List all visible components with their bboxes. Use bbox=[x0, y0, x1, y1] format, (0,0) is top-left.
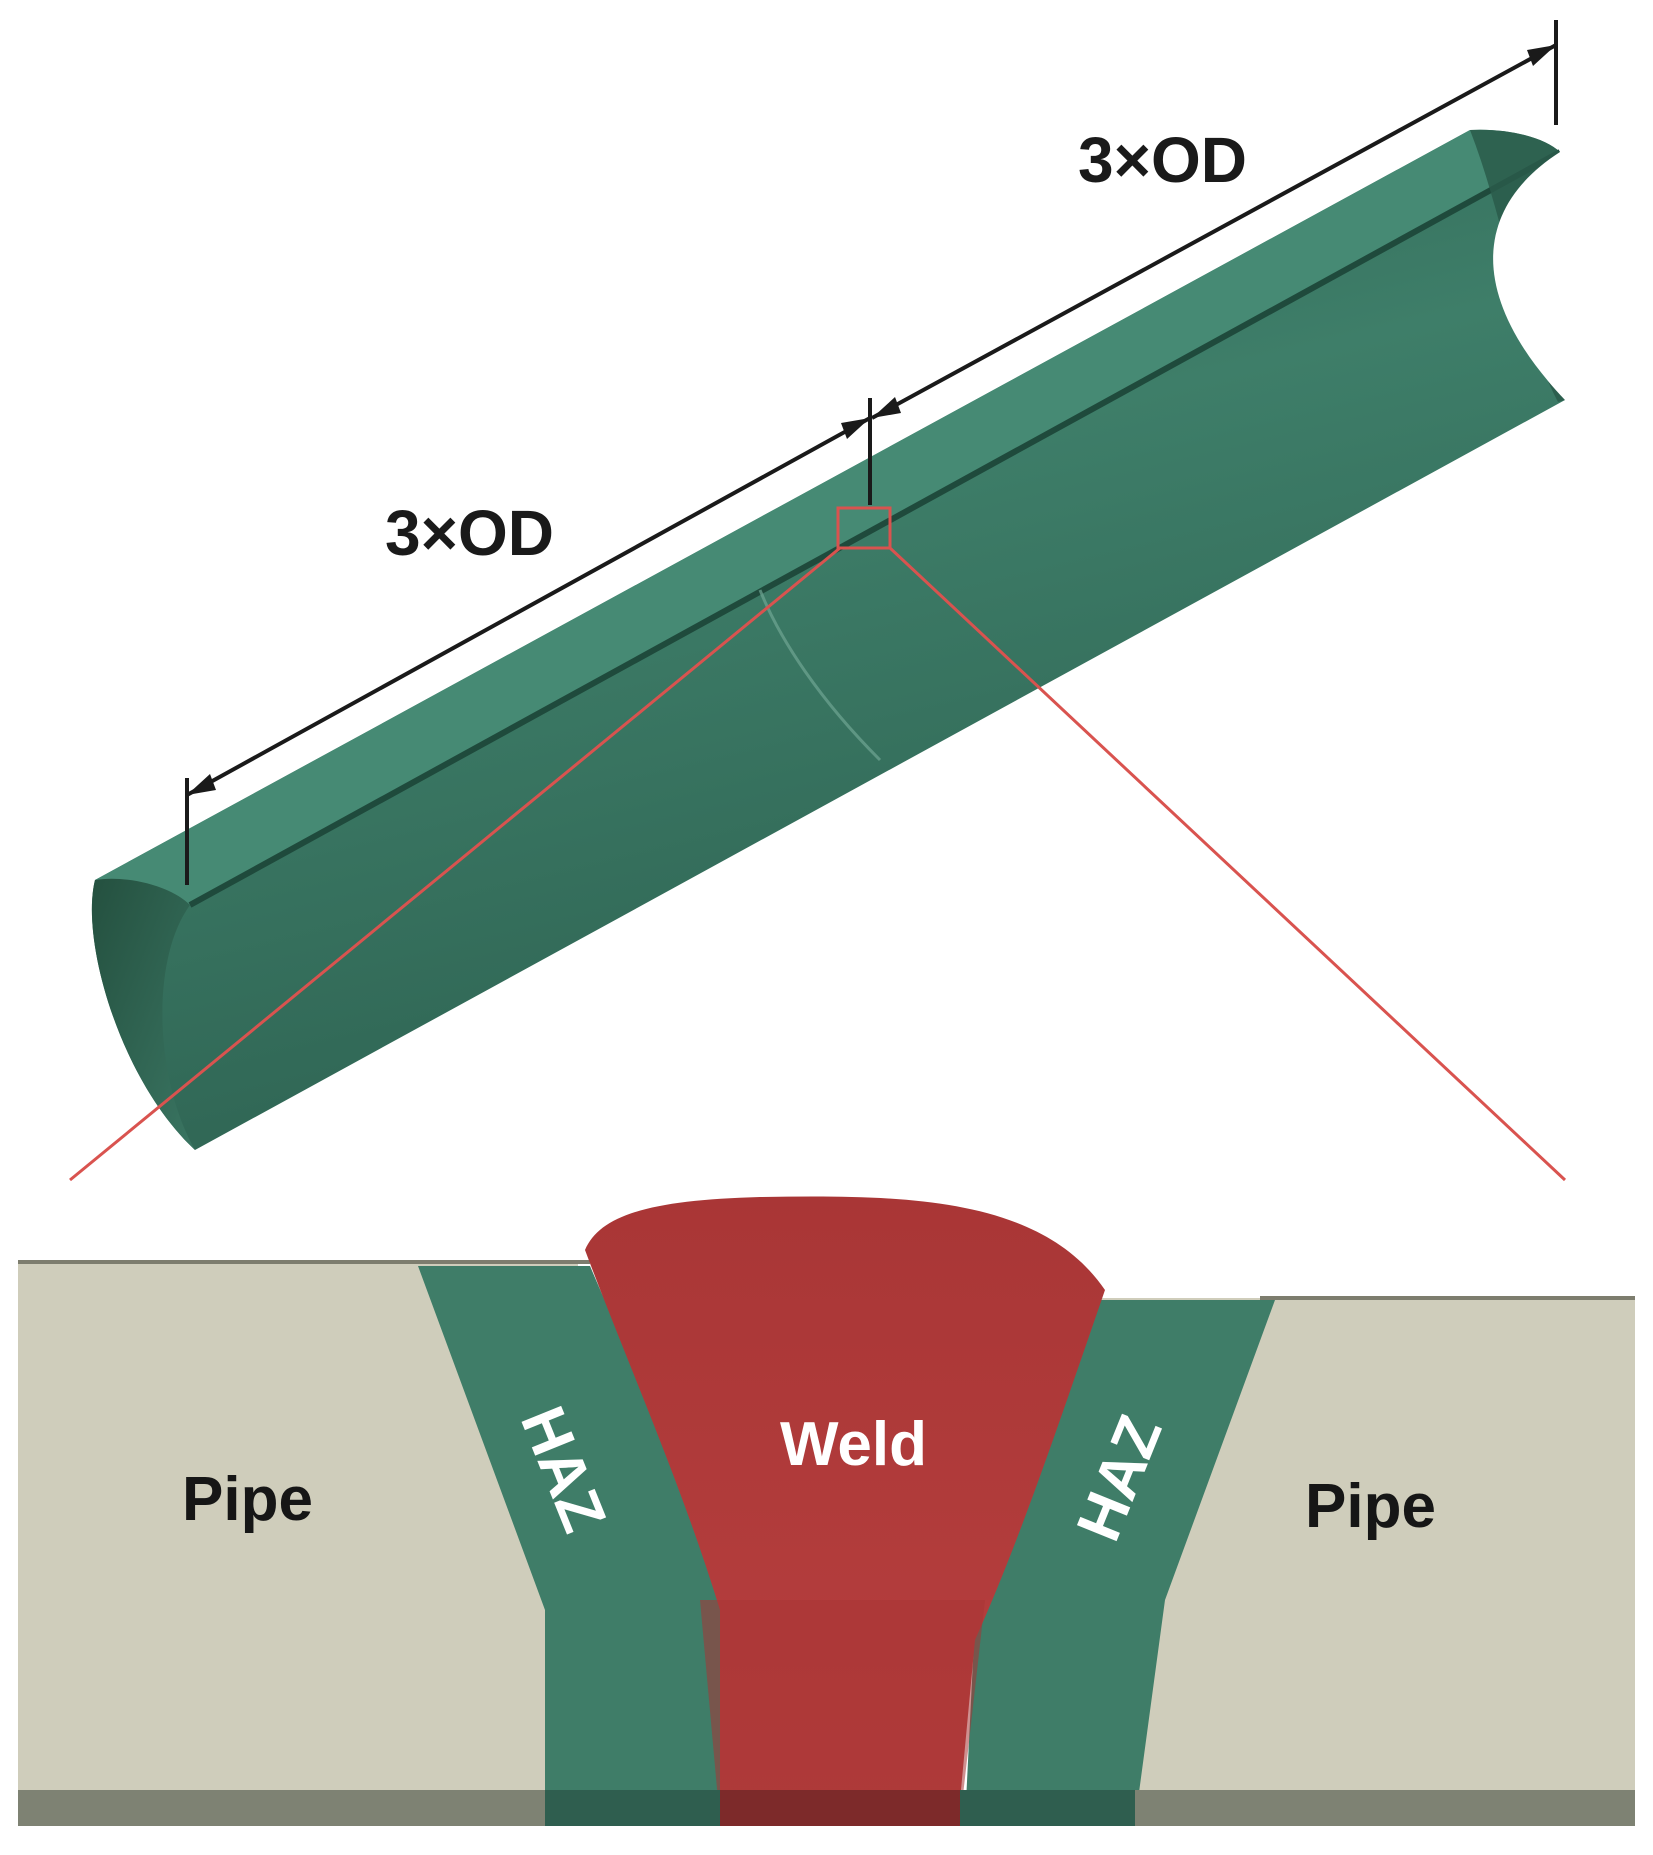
zoom-box bbox=[836, 506, 892, 550]
zoom-line-right bbox=[888, 546, 1567, 1182]
dimension-left-arrow-b bbox=[841, 418, 870, 439]
pipe-left-opening bbox=[91, 878, 195, 1150]
dimension-left-label: 3×OD bbox=[385, 497, 554, 569]
weld-metal bbox=[585, 1196, 1105, 1822]
pipe-top-rim bbox=[95, 129, 1560, 905]
pipe-label-left: Pipe bbox=[182, 1465, 313, 1534]
haz-right bbox=[965, 1300, 1275, 1822]
bottom-shadow-weld bbox=[720, 1790, 960, 1826]
dimension-right-label: 3×OD bbox=[1078, 124, 1247, 196]
pipe-body bbox=[91, 130, 1565, 1150]
zoom-lines bbox=[69, 506, 1567, 1182]
dimension-right-arrow-a bbox=[872, 397, 901, 418]
weld-label: Weld bbox=[780, 1410, 927, 1479]
weld-root bbox=[700, 1600, 985, 1822]
haz-left bbox=[418, 1266, 720, 1822]
bottom-shadow-haz-left bbox=[545, 1790, 720, 1826]
dimension-left-line bbox=[186, 416, 871, 797]
dimension-right: 3×OD bbox=[871, 20, 1558, 420]
zoom-line-left bbox=[69, 546, 841, 1182]
dimension-left: 3×OD bbox=[185, 398, 872, 885]
pipe-rim-edge bbox=[188, 149, 1562, 908]
pipe-label-right: Pipe bbox=[1305, 1472, 1436, 1541]
pipe-right-opening bbox=[1470, 129, 1565, 402]
bottom-shadow-haz-right bbox=[960, 1790, 1135, 1826]
dimension-right-line bbox=[871, 43, 1557, 420]
pipe-half-shell bbox=[91, 129, 1580, 1150]
dimension-left-arrow-a bbox=[187, 774, 216, 795]
dimension-right-arrow-b bbox=[1527, 45, 1556, 66]
weld-cross-section: Pipe Pipe Weld HAZ HAZ bbox=[18, 1196, 1635, 1826]
pipe-right-opening-face bbox=[1493, 150, 1580, 400]
